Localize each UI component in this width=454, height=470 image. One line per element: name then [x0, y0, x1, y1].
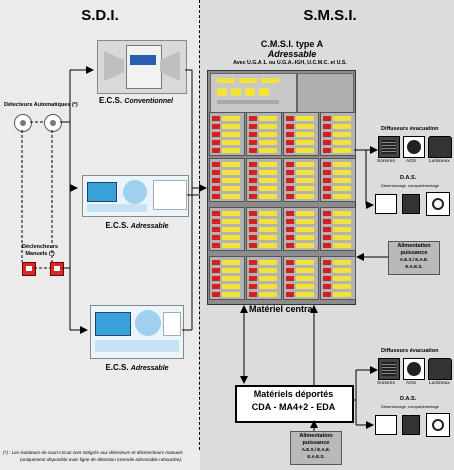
remote-label-2: CDA - MA4+2 - EDA: [251, 402, 336, 412]
das-top-subtitle: Désenfumage, compartimentage: [381, 183, 440, 188]
power-top-line2: puissance: [400, 250, 428, 256]
cmsi-module: [246, 256, 282, 300]
manual-call-point-icon: [22, 262, 36, 276]
cmsi-module: [246, 112, 282, 156]
cmsi-module: [209, 256, 245, 300]
detection-loop: [21, 66, 94, 334]
smsi-title: S.M.S.I.: [303, 7, 357, 24]
cmsi-module: [246, 207, 282, 251]
das-bottom-subtitle: Désenfumage, compartimentage: [381, 404, 440, 409]
cmsi-module: [320, 112, 356, 156]
power-top-line1: Alimentation: [397, 243, 431, 249]
diffusers-bottom-title: Diffuseurs évacuation: [381, 348, 439, 354]
cmsi-module: [246, 158, 282, 202]
ags-icon: [403, 136, 425, 158]
cmsi-title: C.M.S.I. type A: [260, 39, 324, 49]
damper-icon: [375, 415, 397, 435]
sounder-icon: [378, 136, 400, 158]
ecs-addressable-1-label: E.C.S. Adressable: [105, 221, 169, 231]
ecs-conventional-panel: [97, 40, 187, 94]
fan-icon: [426, 192, 450, 216]
sdi-title: S.D.I.: [81, 7, 119, 24]
footnote-line-2: (uniquement disponible avec ligne de dét…: [20, 457, 183, 462]
power-top-line3: A.E.S./ E.A.E.: [399, 257, 429, 262]
footnote-line-1: (*) : Les isolateurs de court-circuit so…: [3, 450, 183, 455]
door-holder-icon: [402, 415, 420, 435]
power-bottom-line3: A.E.S./ E.A.E.: [301, 447, 331, 452]
power-supply-box-bottom: [290, 431, 342, 465]
ecs-addressable-panel: [90, 305, 184, 359]
beacon-icon: [428, 358, 452, 380]
diffuser-label: AGS: [406, 381, 417, 386]
cmsi-module: [283, 207, 319, 251]
cmsi-control-panel: [210, 73, 297, 113]
diffuser-label: Lumineux: [429, 159, 450, 164]
power-bottom-line1: Alimentation: [299, 433, 333, 439]
cmsi-module: [283, 112, 319, 156]
diffuser-label: Sonores: [377, 159, 395, 164]
section-divider: [199, 0, 200, 450]
smoke-detector-icon: [44, 114, 62, 132]
manual-call-point-icon: [50, 262, 64, 276]
diffuser-label: Lumineux: [429, 381, 450, 386]
smoke-detector-icon: [14, 114, 32, 132]
remote-equipment-box: [235, 385, 354, 423]
cmsi-module: [283, 158, 319, 202]
power-supply-box-top: [388, 241, 440, 275]
diffuser-label: AGS: [406, 159, 417, 164]
ags-icon: [403, 358, 425, 380]
cmsi-module: [209, 207, 245, 251]
sounder-icon: [378, 358, 400, 380]
power-bottom-line2: puissance: [302, 440, 330, 446]
door-holder-icon: [402, 194, 420, 214]
ecs-addressable-2-label: E.C.S. Adressable: [105, 363, 169, 373]
cmsi-module: [209, 112, 245, 156]
ecs-conventional-label: E.C.S. Conventionnel: [99, 96, 173, 106]
central-label: Matériel central: [248, 304, 316, 314]
detectors-label: Détecteurs Automatiques (*): [4, 102, 78, 108]
damper-icon: [375, 194, 397, 214]
cmsi-module: [320, 256, 356, 300]
cmsi-module: [283, 256, 319, 300]
ecs-addressable-panel: [82, 175, 189, 217]
cmsi-note: Avec U.G.A 1. ou U.G.A.-IGH, U.C.M.C. et…: [233, 60, 347, 66]
manual-label: Manuels (*): [25, 251, 55, 257]
diffusers-top-title: Diffuseurs évacuation: [381, 126, 439, 132]
cmsi-subtitle: Adressable: [267, 49, 317, 59]
cmsi-module: [209, 158, 245, 202]
fan-icon: [426, 413, 450, 437]
manual-label: Déclencheurs: [21, 244, 59, 250]
das-top-title: D.A.S.: [400, 175, 417, 181]
power-bottom-line4: E.A.E.S.: [307, 454, 325, 459]
beacon-icon: [428, 136, 452, 158]
remote-label-1: Matériels déportés: [253, 389, 334, 399]
cmsi-module: [320, 158, 356, 202]
diffuser-label: Sonores: [377, 381, 395, 386]
cmsi-module: [320, 207, 356, 251]
power-top-line4: E.A.E.S.: [405, 264, 423, 269]
das-bottom-title: D.A.S.: [400, 396, 417, 402]
